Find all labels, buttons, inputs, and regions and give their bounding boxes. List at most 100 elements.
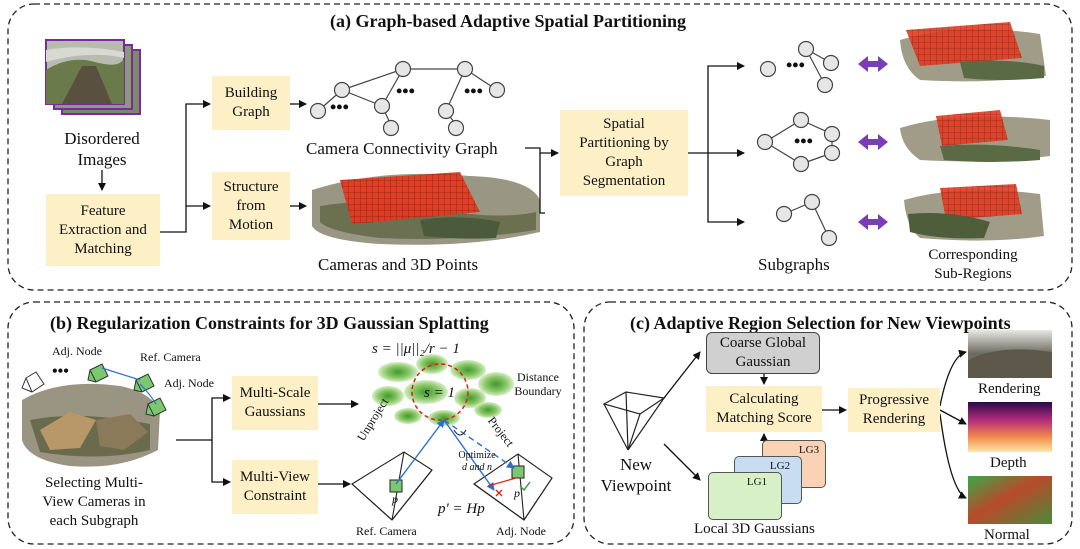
corresponding-subregions-label: Corresponding Sub-Regions bbox=[918, 246, 1028, 284]
progressive-line2: Rendering bbox=[862, 411, 926, 427]
panel-b-border bbox=[7, 301, 575, 545]
lg2-label: LG2 bbox=[769, 460, 791, 472]
normal-label: Normal bbox=[984, 527, 1030, 543]
depth-thumbnail bbox=[968, 402, 1052, 452]
homography-label: p′ = Hp bbox=[438, 501, 485, 517]
panel-a-arrows bbox=[98, 62, 745, 233]
matching-line1: Calculating bbox=[729, 391, 799, 407]
adj-node-right-label: Adj. Node bbox=[164, 376, 214, 390]
rendering-label: Rendering bbox=[978, 381, 1041, 397]
panel-a-title: (a) Graph-based Adaptive Spatial Partiti… bbox=[330, 11, 687, 31]
sfm-point-cloud bbox=[312, 172, 540, 245]
subgraph-1-ellipsis: ••• bbox=[786, 55, 805, 75]
distance-boundary-label: Distance Boundary bbox=[510, 370, 566, 398]
multi-view-cameras-scene bbox=[22, 383, 160, 467]
panel-c-arrows bbox=[663, 349, 967, 499]
ref-camera-bottom-label: Ref. Camera bbox=[356, 524, 417, 538]
rendering-thumbnail-ground bbox=[968, 349, 1052, 378]
building-graph-line2: Graph bbox=[232, 104, 270, 120]
cameras-points-label: Cameras and 3D Points bbox=[318, 255, 479, 274]
graph-ellipsis-1: ••• bbox=[330, 97, 349, 117]
new-viewpoint-frustum bbox=[602, 391, 666, 451]
subgraph-3 bbox=[775, 193, 838, 247]
camera-connectivity-label: Camera Connectivity Graph bbox=[306, 139, 498, 158]
multi-scale-gaussians-box: Multi-Scale Gaussians bbox=[232, 376, 318, 430]
p-point-label: p bbox=[392, 492, 398, 506]
graph-ellipsis-2: ••• bbox=[396, 81, 415, 101]
partition-line3: Graph bbox=[605, 154, 643, 170]
lg3-label: LG3 bbox=[798, 444, 820, 456]
partition-line4: Segmentation bbox=[582, 173, 666, 189]
sfm-line1: Structure bbox=[223, 178, 279, 195]
selecting-cameras-label: Selecting Multi- View Cameras in each Su… bbox=[14, 474, 174, 531]
multi-scale-gaussians-vis bbox=[372, 354, 514, 426]
building-graph-box: Building Graph bbox=[212, 76, 290, 130]
partition-line1: Spatial bbox=[603, 116, 645, 132]
projection-geometry bbox=[351, 419, 553, 521]
feature-box-line1: Feature bbox=[80, 202, 126, 219]
optimize-line2: d and n bbox=[462, 462, 492, 473]
multiview-line1: Multi-View bbox=[240, 469, 310, 485]
subgraph-2 bbox=[756, 111, 841, 173]
depth-label: Depth bbox=[990, 455, 1027, 471]
graph-ellipsis-3: ••• bbox=[464, 81, 483, 101]
sfm-line2: from bbox=[236, 197, 266, 214]
normal-thumbnail bbox=[968, 476, 1052, 524]
selecting-line3: each Subgraph bbox=[49, 513, 139, 529]
multiscale-line1: Multi-Scale bbox=[239, 385, 311, 401]
matching-line2: Matching Score bbox=[716, 410, 812, 426]
new-viewpoint-line2: Viewpoint bbox=[600, 476, 672, 495]
panel-b-title: (b) Regularization Constraints for 3D Ga… bbox=[50, 313, 489, 333]
subgraphs-label: Subgraphs bbox=[758, 255, 830, 274]
subregions-line1: Corresponding bbox=[928, 247, 1018, 263]
optimize-line1: Optimize bbox=[458, 450, 496, 461]
subregions-line2: Sub-Regions bbox=[934, 266, 1012, 282]
feature-box-line2: Extraction and bbox=[59, 221, 147, 238]
coarse-line1: Coarse Global bbox=[719, 335, 807, 351]
sfm-line3: Motion bbox=[228, 216, 274, 233]
selecting-line1: Selecting Multi- bbox=[45, 475, 143, 491]
disordered-images-label: Disordered Images bbox=[52, 128, 152, 170]
sub-region-1 bbox=[900, 22, 1046, 82]
double-arrow-icon bbox=[858, 56, 888, 230]
feature-box-line3: Matching bbox=[74, 240, 132, 257]
panel-b-arrows bbox=[176, 394, 359, 488]
lg1-card: LG1 bbox=[708, 472, 782, 520]
sub-region-2 bbox=[900, 110, 1050, 162]
adj-node-top-label: Adj. Node bbox=[52, 344, 102, 358]
progressive-rendering-box: Progressive Rendering bbox=[848, 388, 940, 432]
new-viewpoint-label: New Viewpoint bbox=[596, 454, 676, 496]
building-graph-line1: Building bbox=[224, 85, 278, 101]
cameras-ellipsis: ••• bbox=[52, 363, 69, 380]
lg1-label: LG1 bbox=[746, 476, 768, 488]
matching-score-box: Calculating Matching Score bbox=[706, 386, 822, 432]
s-equals-one: s = 1 bbox=[424, 385, 455, 401]
distance-boundary-line1: Distance bbox=[517, 370, 559, 384]
partition-line2: Partitioning by bbox=[579, 135, 669, 151]
multiscale-line2: Gaussians bbox=[244, 404, 306, 420]
adj-node-bottom-label: Adj. Node bbox=[496, 524, 546, 538]
new-viewpoint-line1: New bbox=[619, 455, 653, 474]
distance-formula: s = ||μ||₂/r − 1 bbox=[372, 341, 460, 357]
sub-region-3 bbox=[904, 184, 1044, 241]
p-prime-point-label: p bbox=[514, 486, 520, 500]
disordered-images-line1: Disordered bbox=[64, 129, 140, 148]
panel-c-border bbox=[583, 301, 1073, 545]
multiview-line2: Constraint bbox=[243, 488, 307, 504]
optimize-label: Optimize d and n bbox=[452, 450, 502, 474]
local-gaussians-label: Local 3D Gaussians bbox=[694, 521, 815, 537]
disordered-images-stack bbox=[45, 39, 141, 115]
spatial-partitioning-box: Spatial Partitioning by Graph Segmentati… bbox=[560, 110, 688, 196]
ref-camera-top-label: Ref. Camera bbox=[140, 350, 201, 364]
sfm-box: Structure from Motion bbox=[212, 172, 290, 240]
coarse-global-gaussian-box: Coarse Global Gaussian bbox=[706, 332, 820, 374]
subgraph-2-ellipsis: ••• bbox=[794, 131, 813, 151]
coarse-line2: Gaussian bbox=[735, 354, 791, 370]
selecting-line2: View Cameras in bbox=[42, 494, 146, 510]
camera-pyramid-icon bbox=[21, 363, 167, 417]
distance-boundary-line2: Boundary bbox=[514, 384, 562, 398]
subgraph-1 bbox=[759, 40, 840, 94]
disordered-images-line2: Images bbox=[77, 150, 127, 169]
camera-connectivity-graph bbox=[309, 60, 506, 137]
